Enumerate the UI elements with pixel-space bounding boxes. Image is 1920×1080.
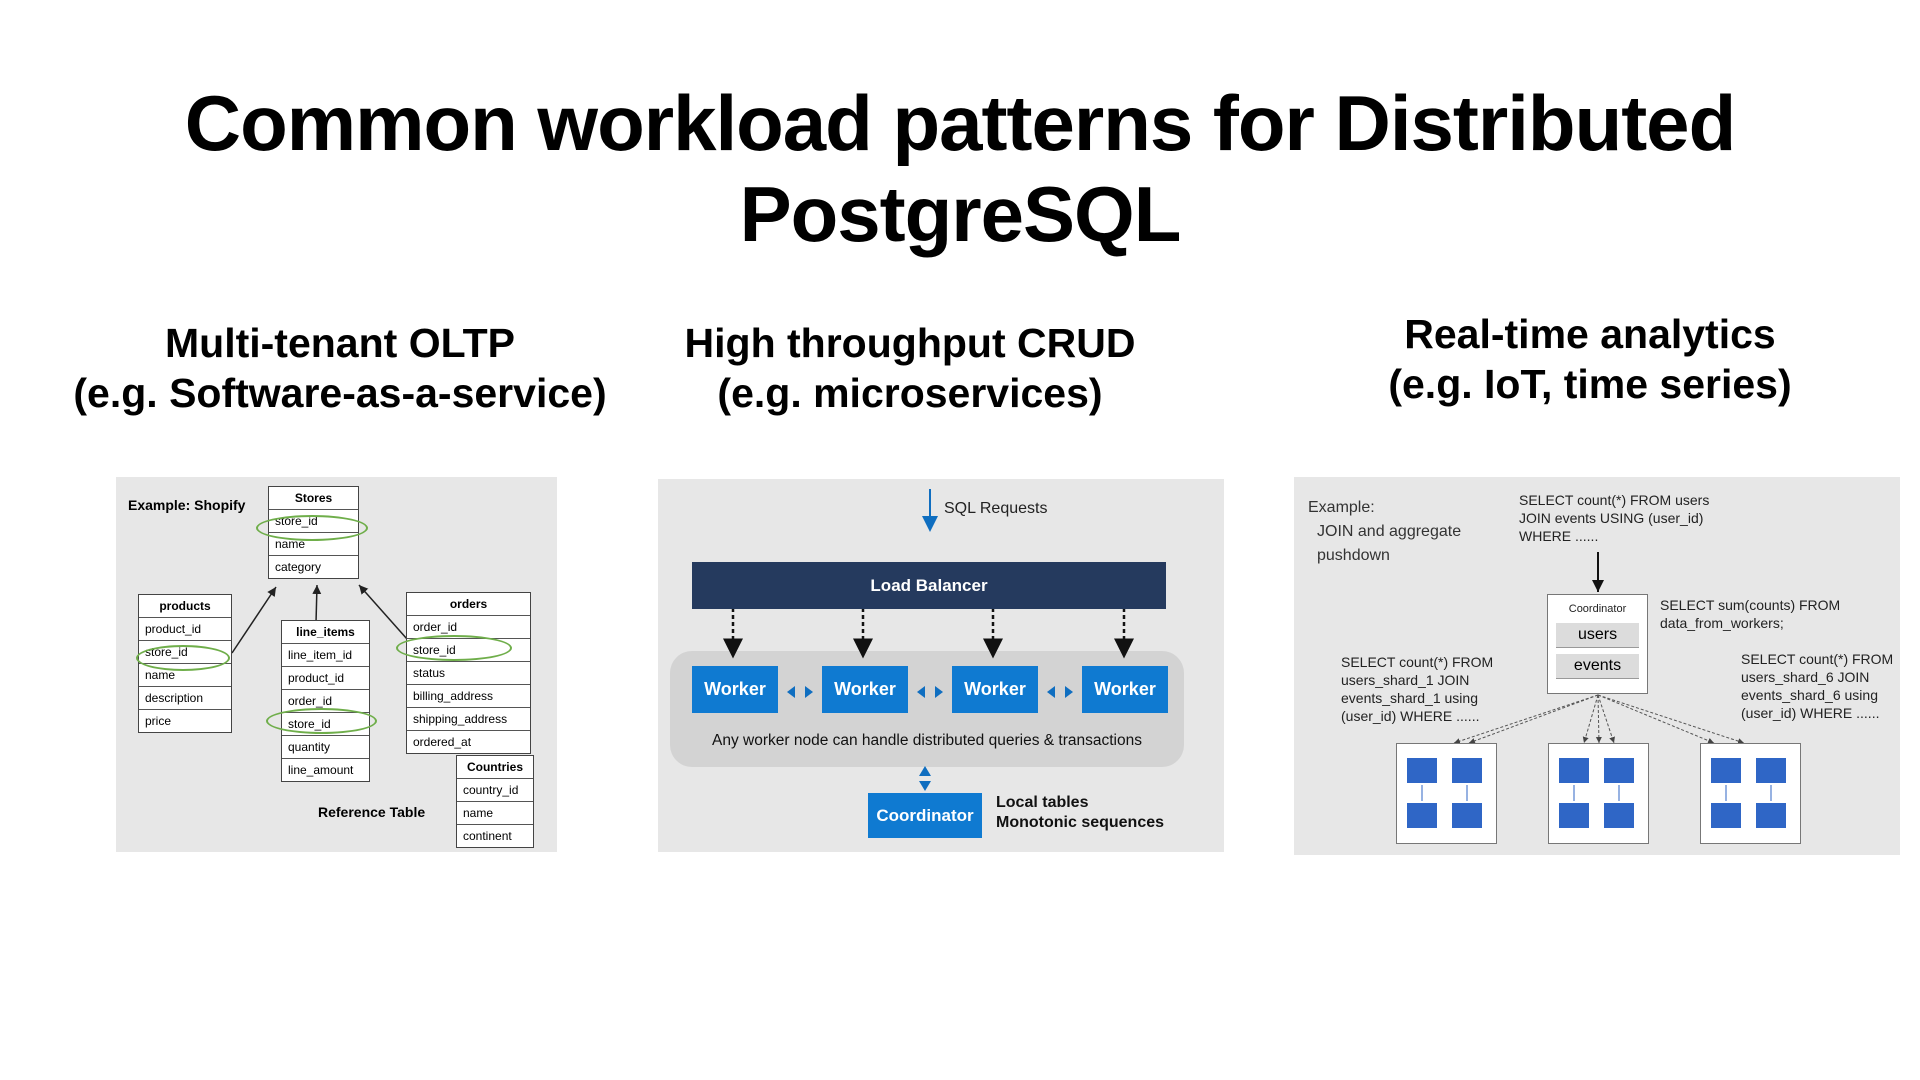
reference-table-label: Reference Table xyxy=(318,804,426,820)
shard-grid xyxy=(1407,758,1482,828)
worker-node: Worker xyxy=(952,666,1038,713)
example-line: JOIN and aggregate xyxy=(1317,523,1462,540)
oltp-diagram-panel: Example: Shopify Stores store_id name ca… xyxy=(116,477,557,852)
example-line: pushdown xyxy=(1317,547,1390,564)
analytics-coordinator: Coordinator users events xyxy=(1547,594,1648,694)
table-row: order_id xyxy=(282,689,369,712)
table-header: Countries xyxy=(466,760,523,774)
heading-line-1: Multi-tenant OLTP xyxy=(165,320,515,366)
worker-pool-caption: Any worker node can handle distributed q… xyxy=(712,732,1142,749)
table-row: category xyxy=(269,555,358,578)
worker-node xyxy=(1700,743,1801,844)
heading-line-2: (e.g. Software-as-a-service) xyxy=(73,370,607,416)
column-heading-crud: High throughput CRUD (e.g. microservices… xyxy=(660,318,1160,418)
shard-grid xyxy=(1711,758,1786,828)
top-query: SELECT count(*) FROM users JOIN events U… xyxy=(1519,491,1709,545)
coordinator-table-users: users xyxy=(1556,623,1639,648)
note-line: Monotonic sequences xyxy=(996,814,1165,831)
table-row: line_item_id xyxy=(282,643,369,666)
coordinator-label: Coordinator xyxy=(1568,603,1627,615)
column-heading-oltp: Multi-tenant OLTP (e.g. Software-as-a-se… xyxy=(60,318,620,418)
worker-node: Worker xyxy=(822,666,908,713)
table-row: order_id xyxy=(407,615,530,638)
distribution-key-highlight xyxy=(396,635,512,661)
distribution-key-highlight xyxy=(266,708,377,734)
table-header: products xyxy=(159,599,211,613)
coordinator-query: SELECT sum(counts) FROM data_from_worker… xyxy=(1660,596,1840,632)
heading-line-1: High throughput CRUD xyxy=(684,320,1136,366)
worker-node xyxy=(1396,743,1497,844)
table-row: name xyxy=(457,801,533,824)
heading-line-2: (e.g. IoT, time series) xyxy=(1388,361,1792,407)
coordinator-note: Local tables Monotonic sequences xyxy=(996,793,1164,833)
query-line: (user_id) WHERE ...... xyxy=(1741,705,1880,721)
worker-node: Worker xyxy=(692,666,778,713)
coordinator-table-events: events xyxy=(1556,654,1639,679)
table-header: Stores xyxy=(294,491,333,505)
example-label: Example: Shopify xyxy=(128,497,246,513)
slide-title: Common workload patterns for Distributed… xyxy=(184,79,1736,258)
example-line: Example: xyxy=(1308,499,1375,516)
table-row: billing_address xyxy=(407,684,530,707)
oltp-relationship-arrows xyxy=(231,584,408,654)
query-line: JOIN events USING (user_id) xyxy=(1519,510,1704,526)
right-shard-query: SELECT count(*) FROM users_shard_6 JOIN … xyxy=(1741,650,1893,722)
left-shard-query: SELECT count(*) FROM users_shard_1 JOIN … xyxy=(1341,653,1493,725)
query-line: events_shard_6 using xyxy=(1741,687,1878,703)
table-row: product_id xyxy=(139,617,231,640)
line-items-table: line_items line_item_id product_id order… xyxy=(281,620,370,782)
analytics-example: Example: JOIN and aggregate pushdown xyxy=(1308,496,1461,568)
coordinator-node: Coordinator xyxy=(868,793,982,838)
table-header: orders xyxy=(449,597,488,611)
distribution-key-highlight xyxy=(256,515,368,541)
distribution-key-highlight xyxy=(136,645,230,671)
query-line: WHERE ...... xyxy=(1519,528,1599,544)
heading-line-2: (e.g. microservices) xyxy=(717,370,1103,416)
query-line: events_shard_1 using xyxy=(1341,690,1478,706)
table-row: description xyxy=(139,686,231,709)
table-header: line_items xyxy=(296,625,355,639)
worker-node: Worker xyxy=(1082,666,1168,713)
sql-requests-label: SQL Requests xyxy=(944,500,1048,517)
table-row: status xyxy=(407,661,530,684)
table-row: continent xyxy=(457,824,533,847)
column-heading-analytics: Real-time analytics (e.g. IoT, time seri… xyxy=(1340,309,1840,409)
query-line: SELECT sum(counts) FROM xyxy=(1660,597,1841,613)
crud-connectors xyxy=(723,489,1134,791)
countries-table: Countries country_id name continent xyxy=(456,755,534,848)
orders-table: orders order_id store_id status billing_… xyxy=(406,592,531,754)
table-row: line_amount xyxy=(282,758,369,781)
table-row: country_id xyxy=(457,778,533,801)
table-row: quantity xyxy=(282,735,369,758)
load-balancer-box: Load Balancer xyxy=(692,562,1166,609)
query-line: (user_id) WHERE ...... xyxy=(1341,708,1480,724)
analytics-connectors xyxy=(1453,552,1745,744)
table-row: price xyxy=(139,709,231,732)
shard-grid xyxy=(1559,758,1634,828)
note-line: Local tables xyxy=(996,794,1089,811)
worker-node xyxy=(1548,743,1649,844)
query-line: users_shard_6 JOIN xyxy=(1741,669,1870,685)
query-line: data_from_workers; xyxy=(1660,615,1784,631)
analytics-diagram-panel: Example: JOIN and aggregate pushdown SEL… xyxy=(1294,477,1900,855)
crud-diagram-panel: SQL Requests Load Balancer Worker Worker… xyxy=(658,479,1224,852)
query-line: SELECT count(*) FROM xyxy=(1341,654,1494,670)
query-line: SELECT count(*) FROM users xyxy=(1519,492,1710,508)
heading-line-1: Real-time analytics xyxy=(1404,311,1776,357)
table-row: ordered_at xyxy=(407,730,530,753)
table-row: shipping_address xyxy=(407,707,530,730)
table-row: product_id xyxy=(282,666,369,689)
query-line: users_shard_1 JOIN xyxy=(1341,672,1470,688)
query-line: SELECT count(*) FROM xyxy=(1741,651,1894,667)
